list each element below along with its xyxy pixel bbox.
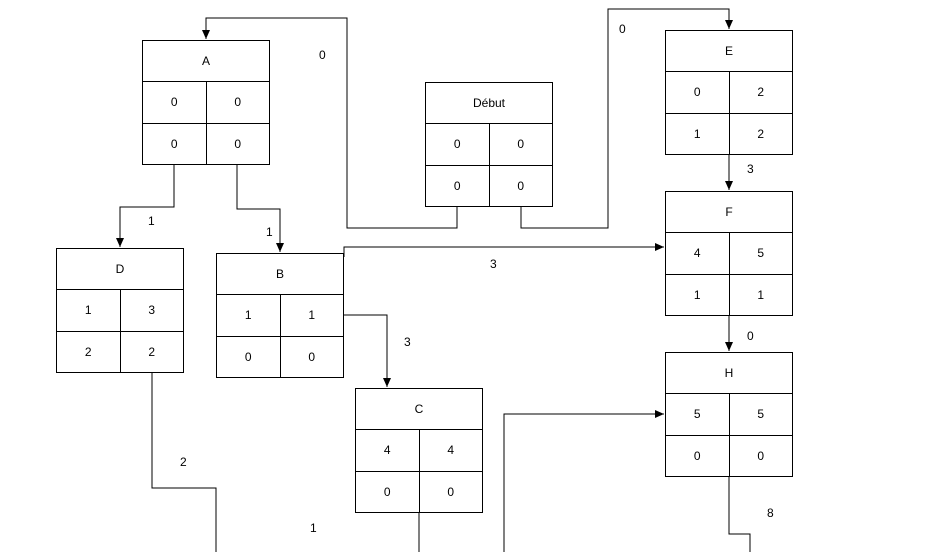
node-cell: 1 bbox=[244, 308, 252, 322]
node-row: 0 0 bbox=[143, 123, 269, 164]
node-E[interactable]: E 0 2 1 2 bbox=[665, 30, 793, 155]
edge-label-debut-to-A: 0 bbox=[319, 48, 326, 62]
node-title: A bbox=[143, 41, 269, 82]
node-row: 0 0 bbox=[666, 435, 792, 476]
node-cell: 5 bbox=[693, 407, 701, 421]
node-cell: 2 bbox=[84, 345, 92, 359]
node-cell: 2 bbox=[728, 72, 793, 113]
node-cell: 4 bbox=[693, 246, 701, 260]
node-debut[interactable]: Début 0 0 0 0 bbox=[425, 82, 553, 207]
edge-to-H bbox=[503, 410, 664, 552]
node-cell: 0 bbox=[170, 95, 178, 109]
node-title: D bbox=[57, 249, 183, 290]
node-title: E bbox=[666, 31, 792, 72]
node-cell: 5 bbox=[728, 233, 793, 274]
node-row: 0 0 bbox=[356, 471, 482, 512]
node-title: H bbox=[666, 353, 792, 394]
node-cell: 4 bbox=[383, 443, 391, 457]
node-A[interactable]: A 0 0 0 0 bbox=[142, 40, 270, 165]
node-row: 0 0 bbox=[426, 124, 552, 165]
node-row: 0 0 bbox=[217, 336, 343, 377]
node-H[interactable]: H 5 5 0 0 bbox=[665, 352, 793, 477]
node-cell: 0 bbox=[728, 436, 793, 476]
edge-label-A-to-D: 1 bbox=[148, 214, 155, 228]
node-title: F bbox=[666, 192, 792, 233]
node-cell: 0 bbox=[488, 166, 553, 206]
node-cell: 5 bbox=[728, 394, 793, 435]
node-title: Début bbox=[426, 83, 552, 124]
node-cell: 0 bbox=[279, 337, 344, 377]
edge-B-to-C bbox=[344, 314, 391, 387]
node-cell: 2 bbox=[728, 114, 793, 154]
node-cell: 0 bbox=[693, 449, 701, 463]
node-cell: 3 bbox=[119, 290, 184, 331]
edge-D-out bbox=[151, 373, 217, 552]
node-cell: 0 bbox=[205, 82, 270, 123]
node-C[interactable]: C 4 4 0 0 bbox=[355, 388, 483, 513]
node-D[interactable]: D 1 3 2 2 bbox=[56, 248, 184, 373]
node-F[interactable]: F 4 5 1 1 bbox=[665, 191, 793, 316]
node-row: 4 4 bbox=[356, 430, 482, 471]
node-title: B bbox=[217, 254, 343, 295]
node-cell: 0 bbox=[453, 137, 461, 151]
edge-H-out bbox=[728, 476, 751, 552]
node-cell: 2 bbox=[119, 332, 184, 372]
edge-label-B-to-F: 3 bbox=[490, 257, 497, 271]
edge-label-A-to-B: 1 bbox=[266, 225, 273, 239]
node-cell: 1 bbox=[693, 127, 701, 141]
edge-B-to-F bbox=[343, 243, 664, 257]
node-row: 1 3 bbox=[57, 290, 183, 331]
node-row: 0 2 bbox=[666, 72, 792, 113]
node-cell: 0 bbox=[170, 137, 178, 151]
node-cell: 1 bbox=[693, 288, 701, 302]
node-cell: 0 bbox=[418, 472, 483, 512]
node-cell: 0 bbox=[205, 124, 270, 164]
node-row: 1 1 bbox=[217, 295, 343, 336]
node-cell: 1 bbox=[279, 295, 344, 336]
edge-A-to-B bbox=[236, 164, 284, 252]
node-row: 5 5 bbox=[666, 394, 792, 435]
edge-label-D-out: 2 bbox=[180, 455, 187, 469]
node-cell: 0 bbox=[488, 124, 553, 165]
node-cell: 4 bbox=[418, 430, 483, 471]
node-cell: 1 bbox=[728, 275, 793, 315]
edge-debut-to-A bbox=[202, 17, 458, 229]
node-row: 1 2 bbox=[666, 113, 792, 154]
node-cell: 0 bbox=[383, 485, 391, 499]
edge-label-debut-to-E: 0 bbox=[619, 22, 626, 36]
node-cell: 1 bbox=[84, 303, 92, 317]
node-row: 2 2 bbox=[57, 331, 183, 372]
node-title: C bbox=[356, 389, 482, 430]
edge-label-B-to-C: 3 bbox=[404, 335, 411, 349]
edge-label-F-to-H: 0 bbox=[747, 329, 754, 343]
node-row: 0 0 bbox=[426, 165, 552, 206]
node-row: 0 0 bbox=[143, 82, 269, 123]
edge-label-E-to-F: 3 bbox=[747, 162, 754, 176]
edge-A-to-D bbox=[116, 164, 175, 247]
node-B[interactable]: B 1 1 0 0 bbox=[216, 253, 344, 378]
node-cell: 0 bbox=[244, 350, 252, 364]
edge-debut-to-E bbox=[520, 8, 733, 229]
edge-label-H-out: 8 bbox=[767, 506, 774, 520]
node-row: 4 5 bbox=[666, 233, 792, 274]
node-cell: 0 bbox=[693, 85, 701, 99]
node-cell: 0 bbox=[453, 179, 461, 193]
edge-label-C-out: 1 bbox=[310, 521, 317, 535]
node-row: 1 1 bbox=[666, 274, 792, 315]
